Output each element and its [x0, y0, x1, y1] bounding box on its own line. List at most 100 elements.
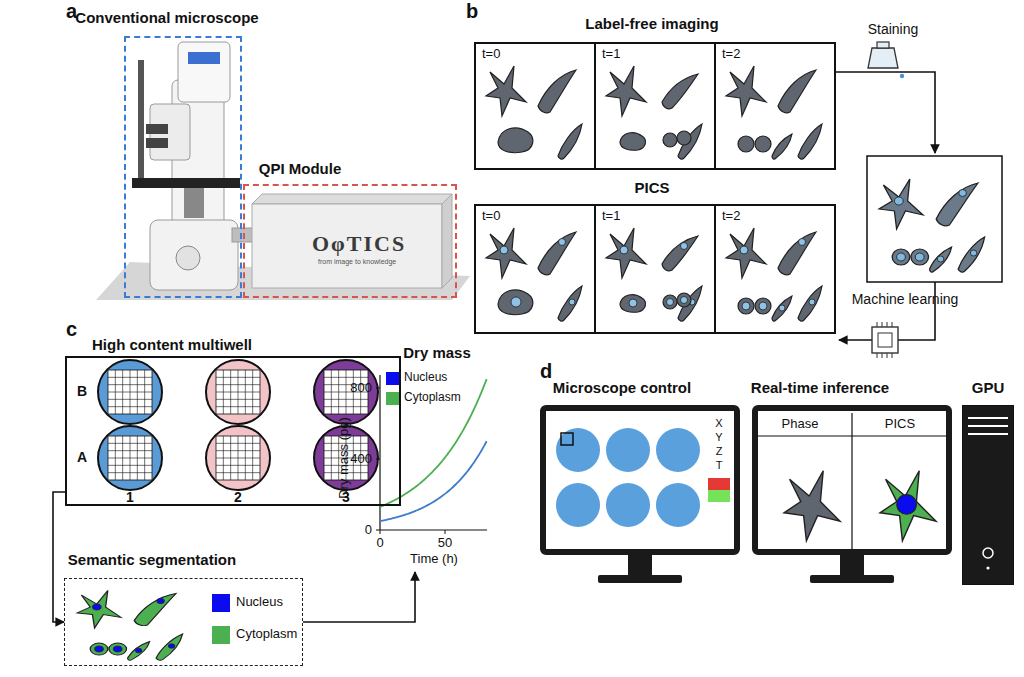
gpu-tower [962, 405, 1014, 585]
cell-body [772, 296, 792, 321]
module-side-face [442, 194, 452, 288]
node-heading: High content multiwell [92, 337, 252, 354]
pane-title: PICS [885, 417, 915, 431]
cell-nucleus [135, 648, 142, 653]
cell-body [778, 232, 816, 275]
module-front-face [252, 204, 442, 288]
rounded-cell [738, 298, 754, 314]
cell-nucleus [779, 305, 785, 311]
cell-nucleus [897, 253, 906, 261]
chip-pin [882, 322, 883, 327]
rounded-cell [755, 298, 771, 314]
cell-body [772, 134, 792, 159]
cell-nucleus [681, 243, 688, 250]
cell-nucleus [500, 246, 508, 254]
well-circle [98, 360, 162, 424]
plate-well-icon [656, 483, 700, 527]
cell-body [784, 471, 840, 541]
rounded-cell [90, 643, 108, 655]
cell-body [879, 179, 923, 229]
panel-letter: c [66, 318, 77, 340]
module-top-face [252, 194, 452, 204]
grid-line [216, 399, 260, 400]
cell-nucleus [113, 646, 122, 652]
status-light [986, 566, 989, 569]
well [206, 360, 270, 424]
monitor-screen: Microscope control [540, 405, 740, 555]
stand-neck [628, 555, 652, 575]
time-frame: t=2 [716, 44, 834, 168]
microscope-illustration [96, 42, 470, 300]
cell-body [936, 183, 978, 226]
brand-logo: OφTICS [312, 232, 406, 256]
rounded-cell [109, 643, 127, 655]
x-tick [380, 530, 381, 534]
objective-turret [184, 188, 204, 218]
node-heading: Label-free imaging [585, 16, 718, 33]
cell-body [662, 236, 698, 271]
grid-line [252, 370, 253, 414]
pane-title: Phase [782, 417, 819, 431]
time-label: t=1 [602, 47, 620, 61]
chip-icon [872, 322, 898, 358]
image-strip: Label-free imagingt=0t=1t=2 [474, 42, 836, 170]
label-free-cells [726, 66, 822, 159]
well-circle [206, 426, 270, 490]
panel-letter: a [66, 0, 77, 22]
node-heading: Semantic segmentation [68, 552, 236, 569]
cell-body [498, 290, 533, 315]
cell-nucleus [559, 239, 566, 246]
cell-nucleus [959, 190, 967, 197]
cell-nucleus [667, 299, 674, 306]
legend-label: Nucleus [404, 371, 447, 384]
node-heading: Dry mass [403, 345, 471, 362]
field-of-view-marker [561, 433, 573, 445]
cell-body [77, 591, 121, 629]
pane-divider [851, 413, 852, 549]
legend-swatch [386, 372, 399, 385]
cell-body [606, 66, 646, 116]
gpu-tower-box: GPU [962, 405, 1014, 585]
node-heading: GPU [972, 380, 1005, 397]
cell-body [798, 124, 822, 159]
pics-cells [726, 228, 822, 321]
grid-line [216, 406, 260, 407]
grid-line [108, 392, 152, 393]
condenser-pole [138, 60, 144, 182]
column-label: 1 [126, 490, 134, 505]
flow-arrow [53, 492, 65, 622]
cell-body [538, 232, 576, 275]
microscope-stage [132, 178, 240, 188]
cell-nucleus [970, 250, 977, 256]
y-tick [376, 530, 380, 531]
chip-pin [892, 353, 893, 358]
cell-body [678, 286, 702, 321]
row-label: B [77, 384, 87, 399]
cell-nucleus [742, 302, 750, 310]
axis-letter: Z [716, 445, 723, 457]
chip-pin [877, 353, 878, 358]
cell-nucleus [629, 299, 637, 307]
step-label: Staining [868, 22, 919, 37]
stained-cells [879, 179, 985, 272]
eyepiece [146, 138, 168, 148]
well [98, 426, 162, 490]
grid-line [245, 436, 246, 480]
plate-well-icon [606, 483, 650, 527]
row-label: A [77, 450, 87, 465]
column-label: 2 [234, 490, 242, 505]
lcd-screen [188, 52, 220, 64]
qpi-module-illustration [252, 194, 452, 288]
y-tick [376, 459, 380, 460]
segmentation-box: Semantic segmentation [64, 578, 303, 666]
rounded-cell [663, 295, 677, 309]
time-label: t=2 [722, 209, 740, 223]
nucleus-curve [380, 441, 487, 521]
well [314, 360, 378, 424]
cell-body [538, 70, 576, 113]
cell-body [798, 286, 822, 321]
chip-pin [877, 322, 878, 327]
